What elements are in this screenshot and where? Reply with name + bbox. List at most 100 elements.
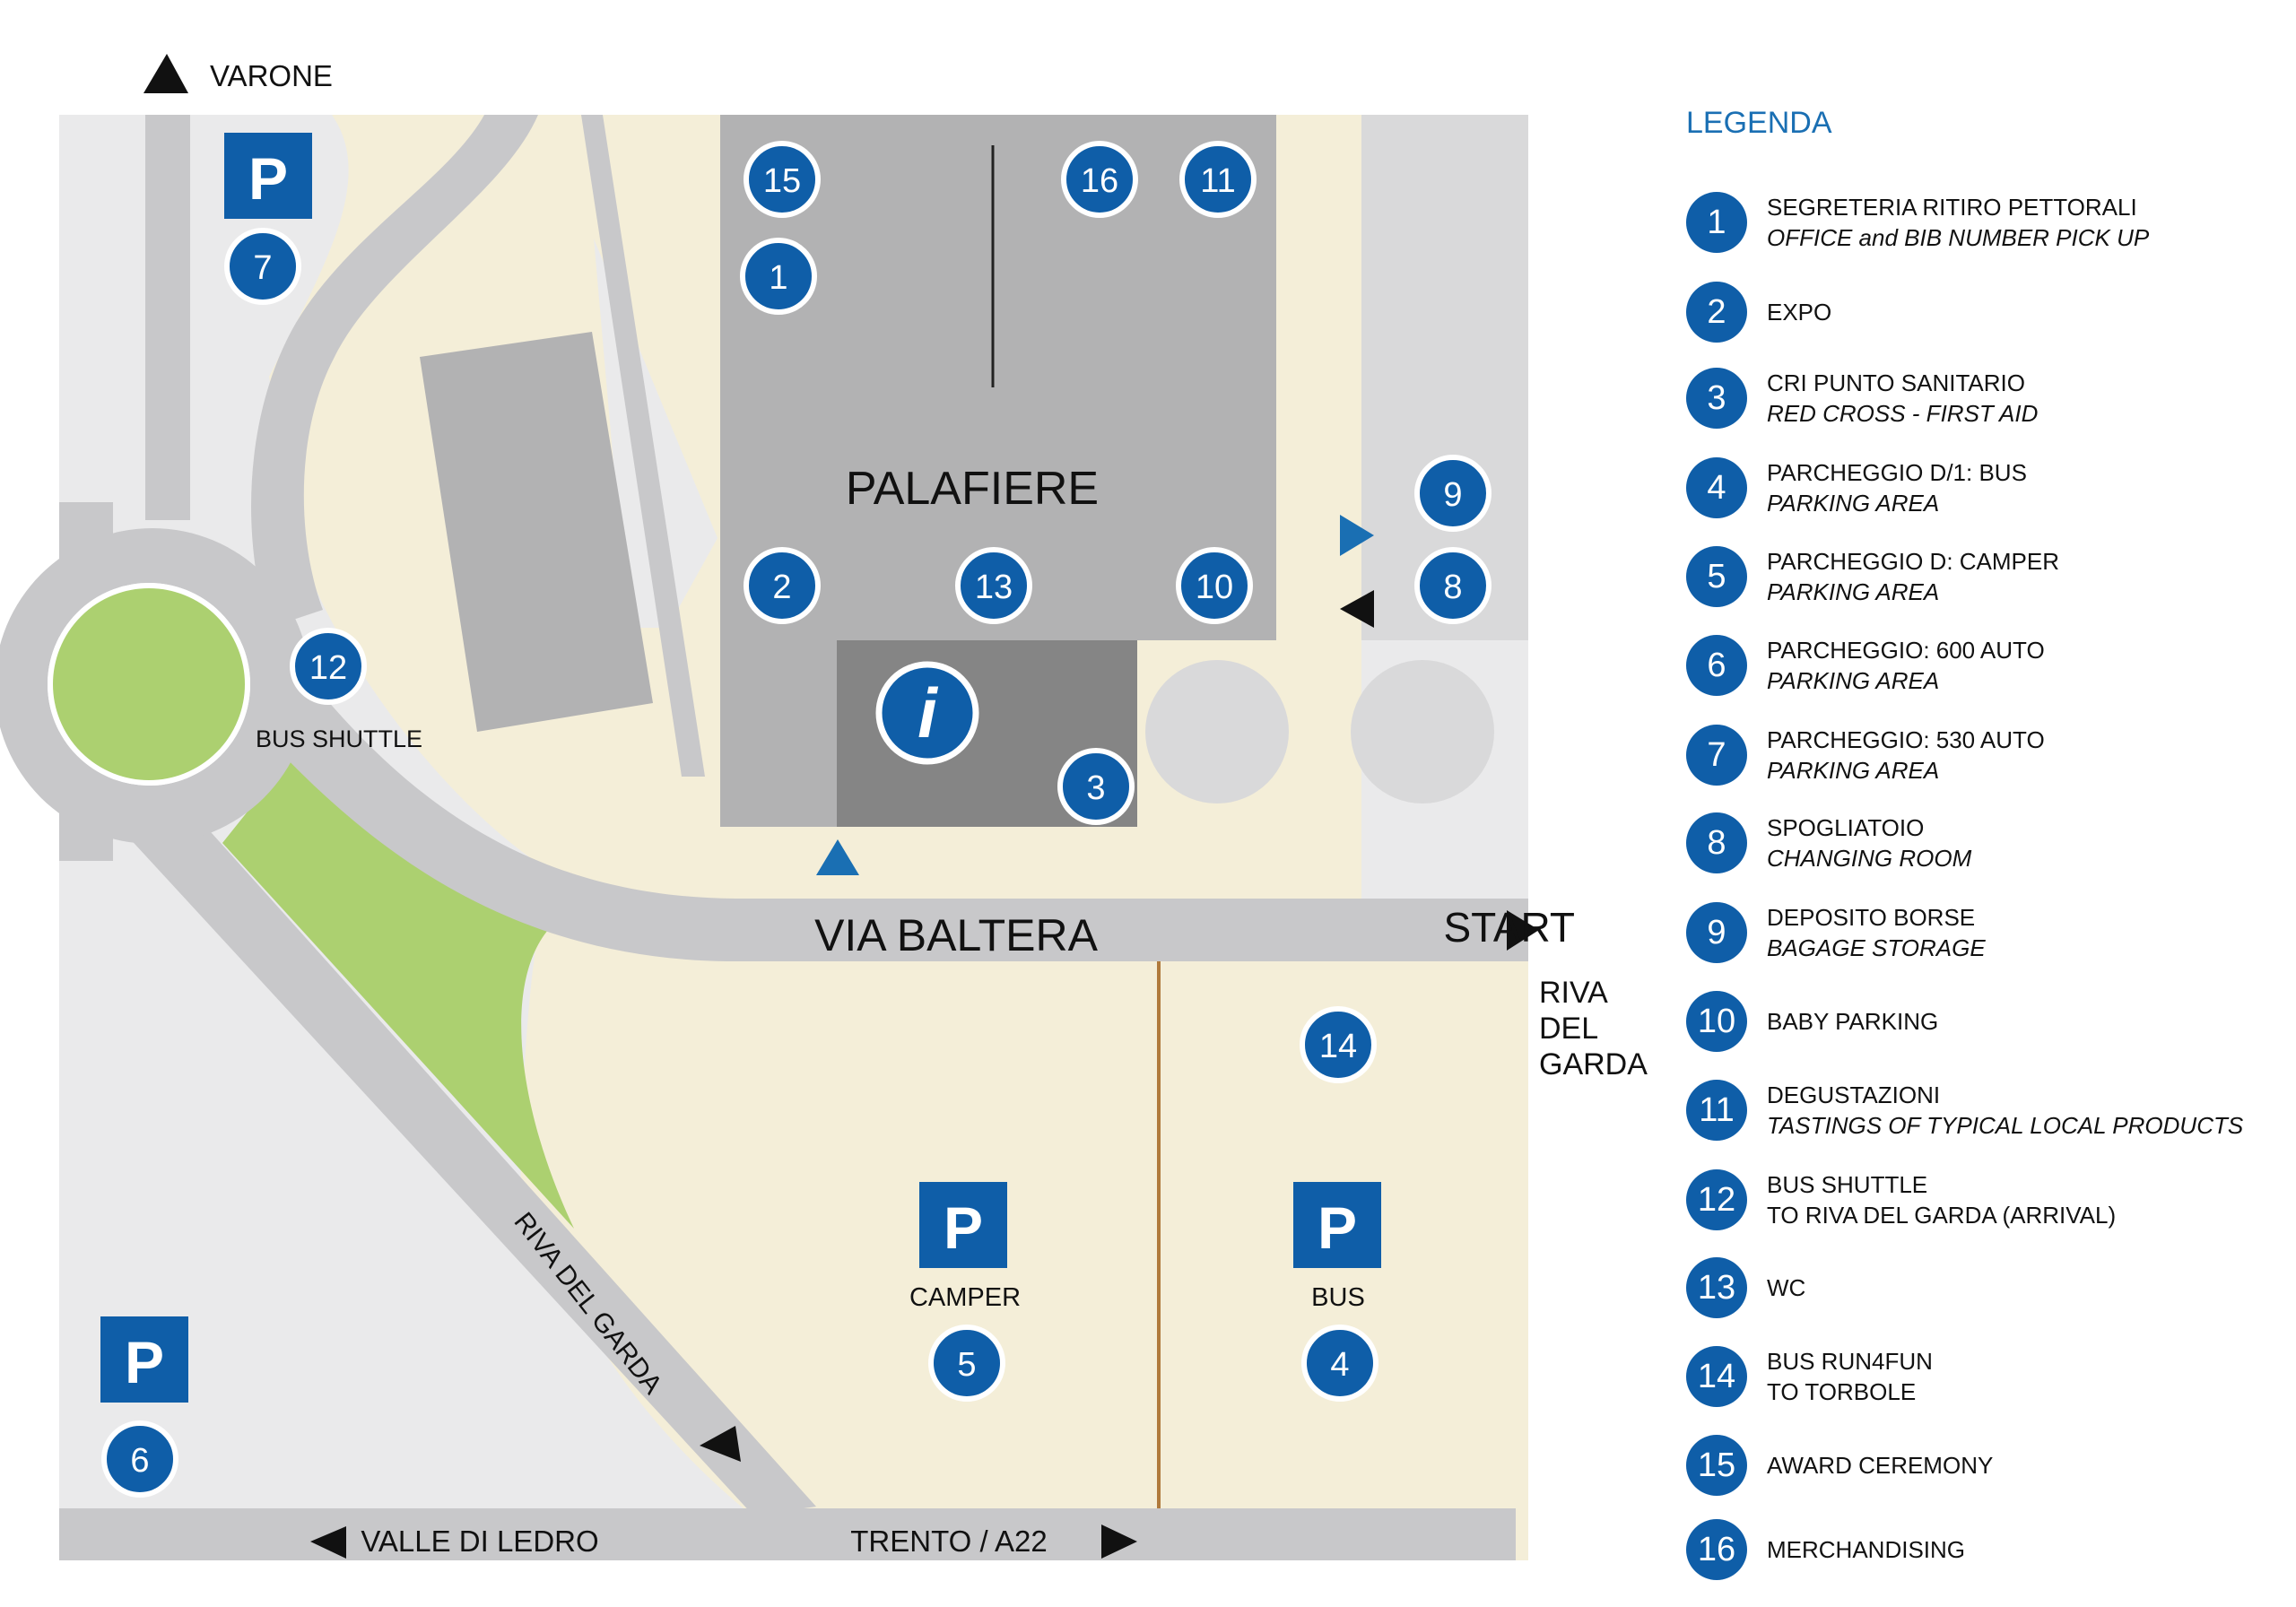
legend-sublabel: RED CROSS - FIRST AID (1767, 400, 2039, 427)
legend-badge: 5 (1686, 546, 1747, 607)
road-via-baltera (224, 628, 1528, 961)
tent-left (1145, 660, 1289, 804)
marker-15: 15 (744, 141, 821, 218)
legend-label: PARCHEGGIO: 530 AUTO (1767, 726, 2045, 753)
legend-badge: 2 (1686, 282, 1747, 343)
arrow-right-icon (1101, 1524, 1137, 1559)
marker-9: 9 (1414, 455, 1492, 532)
label-garda: GARDA (1539, 1047, 1648, 1081)
legend-label: PARCHEGGIO D: CAMPER (1767, 548, 2060, 575)
label-varone: VARONE (210, 59, 333, 92)
legend-badge: 7 (1686, 725, 1747, 786)
label-bus: BUS (1311, 1283, 1365, 1312)
legend-badge: 16 (1686, 1519, 1747, 1580)
svg-text:i: i (918, 673, 938, 752)
legend-badge: 3 (1686, 368, 1747, 429)
marker-13: 13 (955, 547, 1032, 624)
legend-badge: 1 (1686, 192, 1747, 253)
legend-sublabel: CHANGING ROOM (1767, 845, 1972, 872)
legend-item: 15 AWARD CEREMONY (1686, 1435, 1993, 1496)
svg-text:15: 15 (763, 162, 801, 200)
svg-text:6: 6 (130, 1442, 149, 1480)
svg-text:5: 5 (957, 1346, 976, 1384)
arrow-right-icon (1507, 910, 1539, 951)
legend-label: BABY PARKING (1767, 1008, 1939, 1035)
arrow-left-icon (1340, 590, 1374, 628)
legend-badge: 4 (1686, 457, 1747, 518)
legend-label: WC (1767, 1274, 1806, 1301)
grass-area (222, 717, 583, 1229)
label-via-baltera: VIA BALTERA (814, 910, 1099, 960)
legend-sublabel: PARKING AREA (1767, 578, 1940, 605)
svg-text:16: 16 (1081, 162, 1118, 200)
marker-7: 7 (224, 228, 301, 305)
legend-label: PARCHEGGIO: 600 AUTO (1767, 637, 2045, 664)
legend-label: SPOGLIATOIO (1767, 814, 1925, 841)
svg-text:1: 1 (769, 259, 787, 297)
legend-label: AWARD CEREMONY (1767, 1452, 1994, 1479)
legend-badge: 13 (1686, 1257, 1747, 1318)
legend-sublabel: OFFICE and BIB NUMBER PICK UP (1767, 224, 2150, 251)
legend-item: 5 PARCHEGGIO D: CAMPER PARKING AREA (1686, 546, 2059, 607)
legend-sublabel: PARKING AREA (1767, 490, 1940, 517)
arrow-up-blue-icon (816, 839, 859, 875)
marker-11: 11 (1179, 141, 1257, 218)
marker-3: 3 (1057, 748, 1135, 825)
cream-ground-bottom (535, 906, 1528, 1560)
legend-sublabel: TO RIVA DEL GARDA (ARRIVAL) (1767, 1202, 2117, 1229)
marker-12: 12 (290, 628, 367, 705)
label-camper: CAMPER (909, 1283, 1021, 1312)
palafiere-label: PALAFIERE (846, 463, 1099, 515)
parking-sign: P (100, 1316, 188, 1403)
legend-badge: 15 (1686, 1435, 1747, 1496)
legend-item: 1 SEGRETERIA RITIRO PETTORALI OFFICE and … (1686, 192, 2149, 253)
svg-text:2: 2 (772, 569, 791, 606)
legend-sublabel: PARKING AREA (1767, 757, 1940, 784)
svg-text:14: 14 (1319, 1028, 1357, 1065)
label-valle-di-ledro: VALLE DI LEDRO (361, 1524, 598, 1558)
marker-14: 14 (1300, 1006, 1377, 1083)
legend-badge: 10 (1686, 991, 1747, 1052)
legend-label: BUS RUN4FUN (1767, 1348, 1933, 1375)
marker-8: 8 (1414, 547, 1492, 624)
svg-text:12: 12 (309, 649, 347, 687)
svg-text:8: 8 (1443, 569, 1462, 606)
arrow-left-icon (310, 1526, 346, 1559)
svg-text:P: P (125, 1329, 164, 1395)
marker-4: 4 (1301, 1325, 1378, 1402)
legend-sublabel: PARKING AREA (1767, 667, 1940, 694)
legend-badge: 14 (1686, 1346, 1747, 1407)
legend-item: 7 PARCHEGGIO: 530 AUTO PARKING AREA (1686, 725, 2045, 786)
legend-label: MERCHANDISING (1767, 1536, 1966, 1563)
legend-label: SEGRETERIA RITIRO PETTORALI (1767, 194, 2137, 221)
legend-label: EXPO (1767, 299, 1832, 326)
legend-sublabel: TASTINGS OF TYPICAL LOCAL PRODUCTS (1767, 1112, 2244, 1139)
parking-sign: P (919, 1182, 1007, 1268)
svg-text:P: P (944, 1194, 983, 1261)
parking-sign: P (224, 133, 312, 219)
arrow-up-icon (144, 54, 188, 93)
legend-item: 13 WC (1686, 1257, 1805, 1318)
svg-text:10: 10 (1196, 569, 1233, 606)
site-map: PALAFIERE VARONE START VIA BALTERA RIVA … (0, 54, 1648, 1560)
legend-label: DEGUSTAZIONI (1767, 1081, 1941, 1108)
arrow-down-icon (700, 1426, 741, 1462)
legend-badge: 11 (1686, 1080, 1747, 1141)
label-start: START (1443, 904, 1575, 951)
legend-item: 2 EXPO (1686, 282, 1831, 343)
road-riva-del-garda (126, 807, 816, 1516)
legend-sublabel: TO TORBOLE (1767, 1378, 1917, 1405)
svg-text:9: 9 (1443, 476, 1462, 514)
info-icon: i (875, 661, 979, 765)
map-markers: 15 16 11 1 7 9 8 2 13 10 12 3 14 5 4 6 (101, 141, 1492, 1498)
svg-text:P: P (1318, 1194, 1357, 1261)
marker-16: 16 (1061, 141, 1138, 218)
label-bus-shuttle: BUS SHUTTLE (256, 725, 422, 752)
